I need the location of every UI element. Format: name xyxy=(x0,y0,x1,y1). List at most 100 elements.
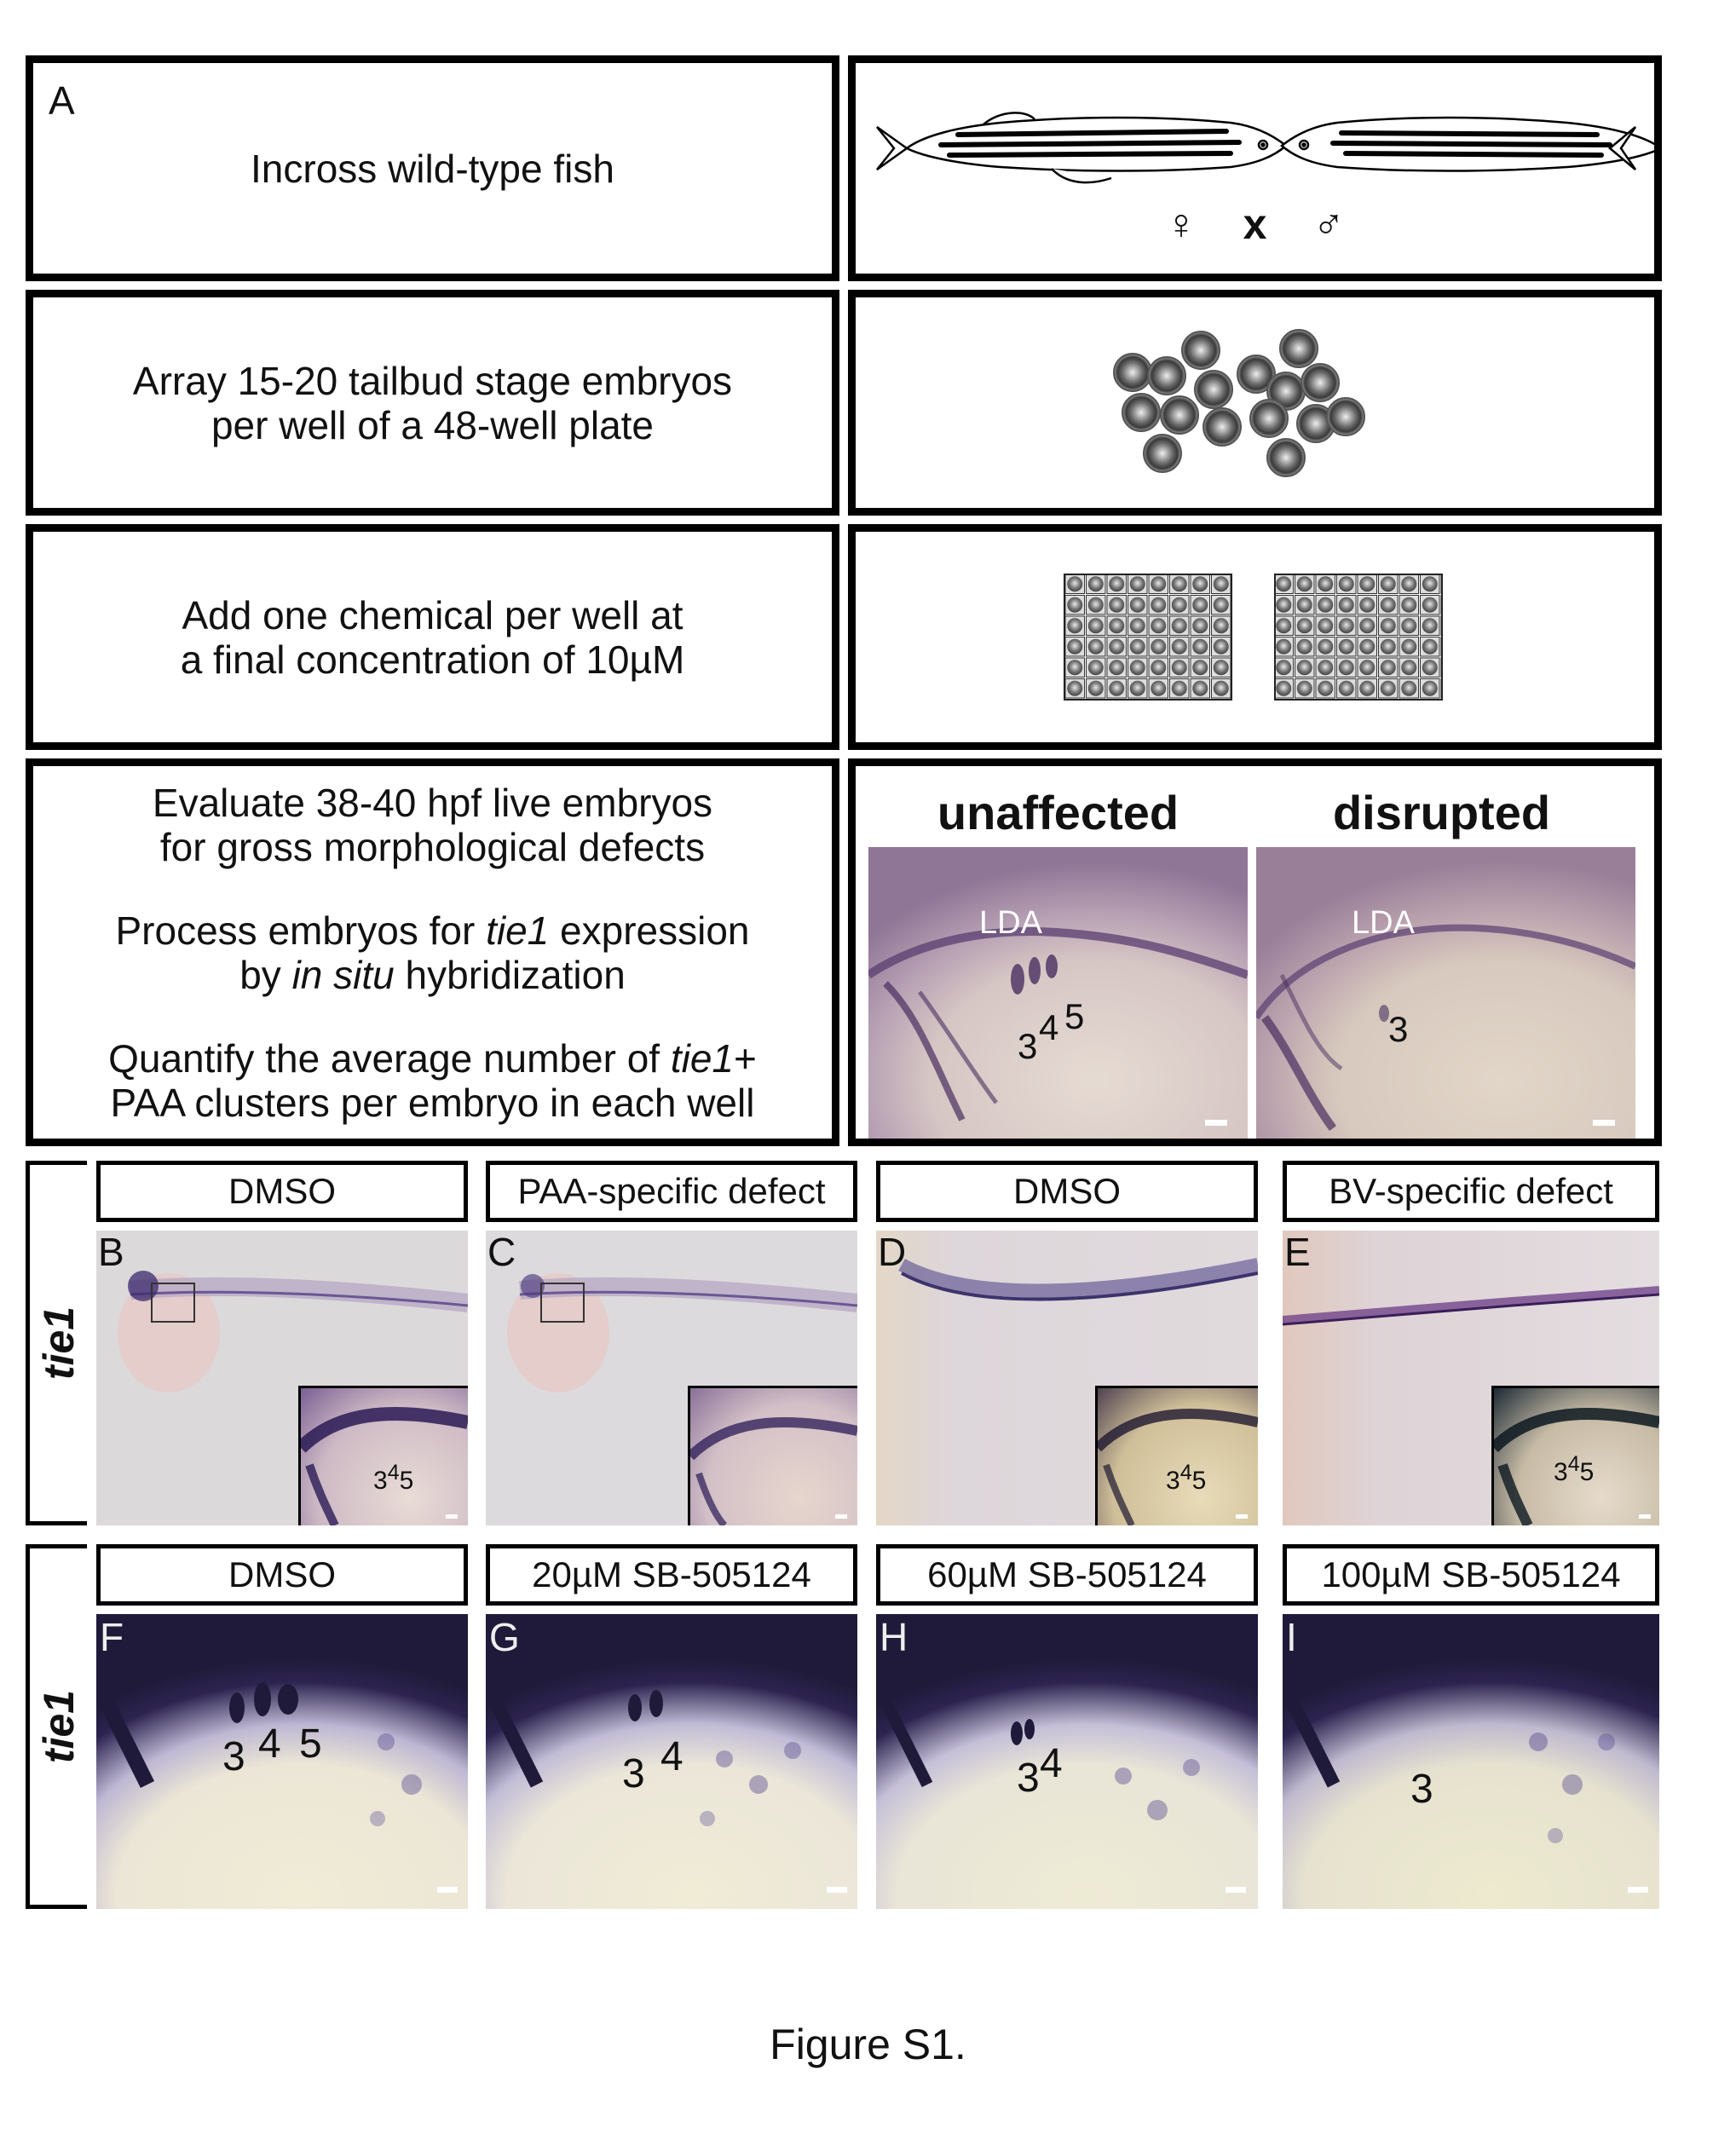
disrupted-micrograph: LDA 3 xyxy=(1256,847,1635,1139)
paa-num-3: 3 xyxy=(1018,1026,1038,1066)
figure-title: Figure S1. xyxy=(770,2021,966,2068)
cross-x: x xyxy=(1243,200,1267,248)
result-box: unaffected disrupted LDA 3 4 5 LDA 3 xyxy=(848,758,1662,1146)
unaffected-micrograph: LDA 3 4 5 xyxy=(868,847,1248,1139)
step-box-4: Evaluate 38-40 hpf live embryos for gros… xyxy=(26,758,839,1146)
scale-bar xyxy=(437,1887,458,1893)
scale-bar xyxy=(1226,1887,1246,1893)
plate-left-icon xyxy=(1064,574,1232,701)
step-4-line-1: Evaluate 38-40 hpf live embryos xyxy=(152,780,713,825)
panel-i-label: 100µM SB-505124 xyxy=(1283,1544,1659,1606)
lda-label-disrupted: LDA xyxy=(1352,905,1415,941)
female-symbol: ♀ xyxy=(1165,200,1197,248)
embryo-array-box xyxy=(848,290,1662,516)
panel-c-inset xyxy=(688,1386,857,1525)
panel-e-label: BV-specific defect xyxy=(1283,1161,1659,1222)
step-4-line-3: Process embryos for tie1 expression xyxy=(115,908,750,953)
panel-g-vessels xyxy=(486,1614,857,1826)
panel-d-label: DMSO xyxy=(876,1161,1258,1222)
scale-bar xyxy=(835,1514,847,1519)
well-plates-illustration xyxy=(1064,574,1443,701)
tie1-side-label: tie1 xyxy=(34,1306,83,1381)
male-symbol: ♂ xyxy=(1312,200,1345,248)
row-fi-side-label-box: tie1 xyxy=(26,1544,87,1909)
scale-bar xyxy=(1628,1887,1648,1893)
panel-f-vessels xyxy=(96,1614,468,1826)
panel-h-vessels xyxy=(876,1614,1258,1820)
fish-illustration xyxy=(876,112,1654,184)
panel-letter-a: A xyxy=(49,78,75,123)
step-box-1: A Incross wild-type fish xyxy=(26,55,839,281)
plate-box xyxy=(848,524,1662,750)
unaffected-vessels xyxy=(868,927,1248,1122)
step-4-line-6: PAA clusters per embryo in each well xyxy=(110,1080,755,1125)
disrupted-vessels xyxy=(1256,924,1635,1131)
result-title-disrupted: disrupted xyxy=(1332,786,1551,839)
embryo-cluster-illustration xyxy=(1113,329,1365,477)
plate-right-icon xyxy=(1274,574,1443,701)
step-3-line-2: a final concentration of 10µM xyxy=(180,637,685,682)
paa-num-3-disrupted: 3 xyxy=(1388,1009,1409,1049)
step-2-line-1: Array 15-20 tailbud stage embryos xyxy=(132,358,733,403)
paa-num-4: 4 xyxy=(258,1721,281,1767)
step-box-3: Add one chemical per well at a final con… xyxy=(26,524,839,750)
row-bc-side-label-box: tie1 xyxy=(26,1161,87,1525)
paa-num-4: 4 xyxy=(1039,1007,1059,1047)
panel-letter-d: D xyxy=(878,1231,907,1274)
inset-nums: 345 xyxy=(1166,1461,1207,1495)
scale-bar xyxy=(1205,1120,1227,1126)
panel-letter-f: F xyxy=(100,1615,124,1659)
scale-bar xyxy=(1639,1514,1651,1519)
female-stripes xyxy=(938,129,1242,158)
scale-bar xyxy=(827,1887,847,1893)
paa-num-3: 3 xyxy=(1017,1756,1040,1801)
male-stripes xyxy=(1330,130,1612,158)
panel-h-image: H 3 4 xyxy=(876,1614,1258,1909)
panel-c-label: PAA-specific defect xyxy=(486,1161,857,1222)
paa-num-3: 3 xyxy=(1410,1767,1433,1812)
scale-bar xyxy=(446,1514,458,1519)
cross-symbols: ♀ x ♂ xyxy=(856,199,1654,249)
panel-letter-b: B xyxy=(98,1231,124,1274)
paa-num-5: 5 xyxy=(1064,996,1085,1036)
inset-nums: 345 xyxy=(1554,1452,1595,1486)
step-1-text: Incross wild-type fish xyxy=(251,146,614,191)
panel-f-image: F 3 4 5 xyxy=(96,1614,468,1909)
paa-num-3: 3 xyxy=(622,1751,645,1796)
panel-letter-i: I xyxy=(1286,1615,1297,1659)
panel-b-embryo xyxy=(118,1271,468,1393)
panel-e-inset: 345 xyxy=(1491,1386,1659,1525)
panel-letter-g: G xyxy=(489,1615,520,1659)
step-4-line-5: Quantify the average number of tie1+ xyxy=(108,1035,757,1081)
paa-num-4: 4 xyxy=(660,1734,683,1779)
paa-num-3: 3 xyxy=(222,1734,245,1779)
panel-e-image: E 345 xyxy=(1283,1231,1659,1525)
paa-num-4: 4 xyxy=(1040,1741,1063,1786)
paa-num-5: 5 xyxy=(299,1721,322,1767)
panel-b-label: DMSO xyxy=(96,1161,468,1222)
panel-d-image: D 345 xyxy=(876,1231,1258,1525)
step-4-line-2: for gross morphological defects xyxy=(159,824,706,869)
panel-c-image: C xyxy=(486,1231,857,1525)
step-2-line-2: per well of a 48-well plate xyxy=(211,402,655,447)
panel-g-label: 20µM SB-505124 xyxy=(486,1544,857,1606)
panel-g-image: G 3 4 xyxy=(486,1614,857,1909)
inset-nums: 345 xyxy=(373,1461,414,1495)
result-title-unaffected: unaffected xyxy=(937,786,1179,839)
fish-cross-box: ♀ x ♂ xyxy=(848,55,1662,281)
panel-b-image: B 345 xyxy=(96,1231,468,1525)
panel-d-inset: 345 xyxy=(1095,1386,1258,1525)
panel-d-trunk xyxy=(898,1258,1258,1301)
female-fish-icon xyxy=(876,112,1288,184)
tie1-side-label: tie1 xyxy=(34,1689,83,1764)
scale-bar xyxy=(1236,1514,1248,1519)
panel-f-label: DMSO xyxy=(96,1544,468,1606)
panel-i-image: I 3 xyxy=(1283,1614,1659,1909)
scale-bar xyxy=(1593,1120,1615,1126)
step-4-line-4: by in situ hybridization xyxy=(239,952,626,997)
panel-i-vessels xyxy=(1283,1614,1659,1843)
step-3-line-1: Add one chemical per well at xyxy=(182,592,683,637)
panel-letter-c: C xyxy=(487,1231,516,1274)
panel-letter-h: H xyxy=(880,1615,908,1659)
embryo-icons xyxy=(1113,329,1365,477)
